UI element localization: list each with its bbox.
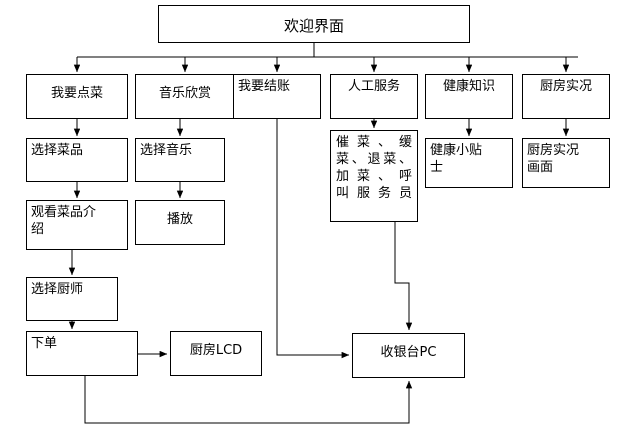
node-select-music-label: 选择音乐: [140, 143, 193, 158]
node-service-actions[interactable]: 催菜、缓 菜、退菜、 加菜、呼 叫服务员: [330, 130, 418, 222]
node-watch-dish-intro[interactable]: 观看菜品介 绍: [26, 200, 128, 250]
edge-acts-to-cashier: [394, 222, 413, 331]
node-manual-service-label: 人工服务: [347, 79, 400, 94]
edge-place-order-to-cashier-bottom: [84, 376, 413, 424]
node-select-dish[interactable]: 选择菜品: [26, 138, 128, 182]
edge-checkout-to-cashier: [276, 119, 350, 359]
node-health-knowledge-label: 健康知识: [442, 79, 495, 94]
node-kitchen-live-label: 厨房实况: [539, 79, 592, 94]
node-health-tips[interactable]: 健康小贴 士: [425, 138, 513, 188]
node-kitchen-lcd[interactable]: 厨房LCD: [170, 331, 262, 376]
node-checkout[interactable]: 我要结账: [233, 74, 321, 119]
node-checkout-label: 我要结账: [238, 79, 291, 94]
node-service-actions-label: 催菜、缓 菜、退菜、 加菜、呼 叫服务员: [336, 135, 412, 201]
node-select-chef-label: 选择厨师: [31, 282, 84, 297]
node-place-order[interactable]: 下单: [26, 331, 138, 376]
node-health-tips-label: 健康小贴 士: [430, 143, 483, 175]
node-health-knowledge[interactable]: 健康知识: [425, 74, 513, 119]
node-music-appreciation-label: 音乐欣赏: [158, 86, 211, 101]
node-cashier-pc-label: 收银台PC: [380, 345, 437, 360]
node-select-chef[interactable]: 选择厨师: [26, 277, 118, 321]
node-welcome[interactable]: 欢迎界面: [158, 5, 470, 43]
node-kitchen-live[interactable]: 厨房实况: [522, 74, 610, 119]
node-select-music[interactable]: 选择音乐: [135, 138, 225, 182]
node-select-dish-label: 选择菜品: [31, 143, 84, 158]
node-my-order[interactable]: 我要点菜: [26, 74, 128, 119]
node-music-appreciation[interactable]: 音乐欣赏: [135, 74, 235, 119]
node-welcome-label: 欢迎界面: [283, 17, 344, 35]
node-kitchen-lcd-label: 厨房LCD: [189, 343, 243, 358]
node-manual-service[interactable]: 人工服务: [330, 74, 418, 119]
node-place-order-label: 下单: [31, 336, 58, 351]
node-cashier-pc[interactable]: 收银台PC: [352, 333, 465, 378]
node-play-label: 播放: [166, 212, 193, 227]
node-kitchen-live-screen[interactable]: 厨房实况 画面: [522, 138, 610, 188]
node-kitchen-live-screen-label: 厨房实况 画面: [527, 143, 580, 175]
node-my-order-label: 我要点菜: [50, 86, 103, 101]
node-watch-dish-intro-label: 观看菜品介 绍: [31, 205, 97, 237]
node-play[interactable]: 播放: [135, 200, 225, 245]
